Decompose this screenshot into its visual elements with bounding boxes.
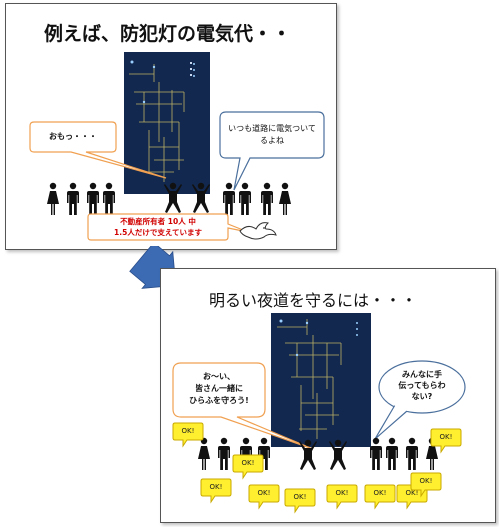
- slide-electricity-cost: 例えば、防犯灯の電気代・・ おもっ・・・ いつも道路に電気ついて: [5, 3, 337, 250]
- slide-protect-night-road: 明るい夜道を守るには・・・ お～い、 皆さん一緒に ひらふを守ろう! みんな: [160, 268, 496, 523]
- ok-label: OK!: [419, 477, 433, 485]
- town-map: [271, 313, 371, 447]
- callout-ask-help: みんなに手 伝ってもらわ ない?: [374, 360, 466, 440]
- man-figure-icon: [217, 437, 231, 475]
- man-figure-icon: [102, 182, 116, 220]
- cheering-figure-icon: [299, 439, 317, 477]
- callout-protect-hirafu: お～い、 皆さん一緒に ひらふを守ろう!: [172, 362, 314, 450]
- man-figure-icon: [86, 182, 100, 220]
- callout-ask-line1: みんなに手: [402, 370, 442, 379]
- ok-label: OK!: [181, 427, 195, 435]
- map-roads: [277, 319, 358, 439]
- man-figure-icon: [66, 182, 80, 220]
- ownership-banner: 不動産所有者 10人 中 1.5人だけで支えています: [87, 213, 249, 242]
- man-figure-icon: [405, 437, 419, 475]
- man-figure-icon: [222, 182, 236, 220]
- ok-label: OK!: [257, 489, 271, 497]
- ok-label: OK!: [209, 483, 223, 491]
- ok-label: OK!: [241, 459, 255, 467]
- ok-label: OK!: [373, 489, 387, 497]
- bird-icon: [238, 219, 278, 247]
- map-roads: [129, 60, 195, 182]
- ok-label: OK!: [439, 433, 453, 441]
- man-figure-icon: [260, 182, 274, 220]
- man-figure-icon: [385, 437, 399, 475]
- man-figure-icon: [238, 182, 252, 220]
- ok-label: OK!: [335, 489, 349, 497]
- woman-figure-icon: [46, 182, 60, 220]
- callout-ask-line3: ない?: [411, 392, 433, 401]
- ok-bubble: OK!: [430, 428, 462, 454]
- callout-streetlights: いつも道路に電気ついて るよね: [219, 111, 325, 191]
- ok-label: OK!: [405, 489, 419, 497]
- callout-heavy: おもっ・・・: [26, 121, 167, 179]
- slide-title: 明るい夜道を守るには・・・: [209, 291, 418, 310]
- ok-bubble: OK!: [410, 472, 442, 498]
- cheering-figure-icon: [192, 182, 210, 220]
- callout-protect-line1: お～い、: [203, 372, 235, 381]
- cheering-figure-icon: [329, 439, 347, 477]
- ok-bubble: OK!: [326, 484, 358, 510]
- ok-bubble: OK!: [172, 422, 204, 448]
- callout-streetlights-line2: るよね: [260, 136, 284, 145]
- ok-bubble: OK!: [200, 478, 232, 504]
- callout-protect-line3: ひらふを守ろう!: [189, 396, 249, 405]
- banner-line1: 不動産所有者 10人 中: [120, 217, 196, 226]
- cheering-figure-icon: [164, 182, 182, 220]
- banner-line2: 1.5人だけで支えています: [114, 228, 202, 237]
- callout-protect-line2: 皆さん一緒に: [195, 384, 243, 393]
- woman-figure-icon: [278, 182, 292, 220]
- ok-label: OK!: [293, 493, 307, 501]
- callout-streetlights-line1: いつも道路に電気ついて: [228, 124, 316, 133]
- callout-ask-line2: 伝ってもらわ: [398, 381, 446, 390]
- ok-bubble: OK!: [248, 484, 280, 510]
- residents-row: [46, 182, 306, 218]
- ok-bubble: OK!: [232, 454, 264, 480]
- callout-heavy-text: おもっ・・・: [49, 132, 97, 141]
- slide-title: 例えば、防犯灯の電気代・・: [44, 23, 292, 45]
- man-figure-icon: [369, 437, 383, 475]
- ok-bubble: OK!: [284, 488, 316, 514]
- ok-bubble: OK!: [364, 484, 396, 510]
